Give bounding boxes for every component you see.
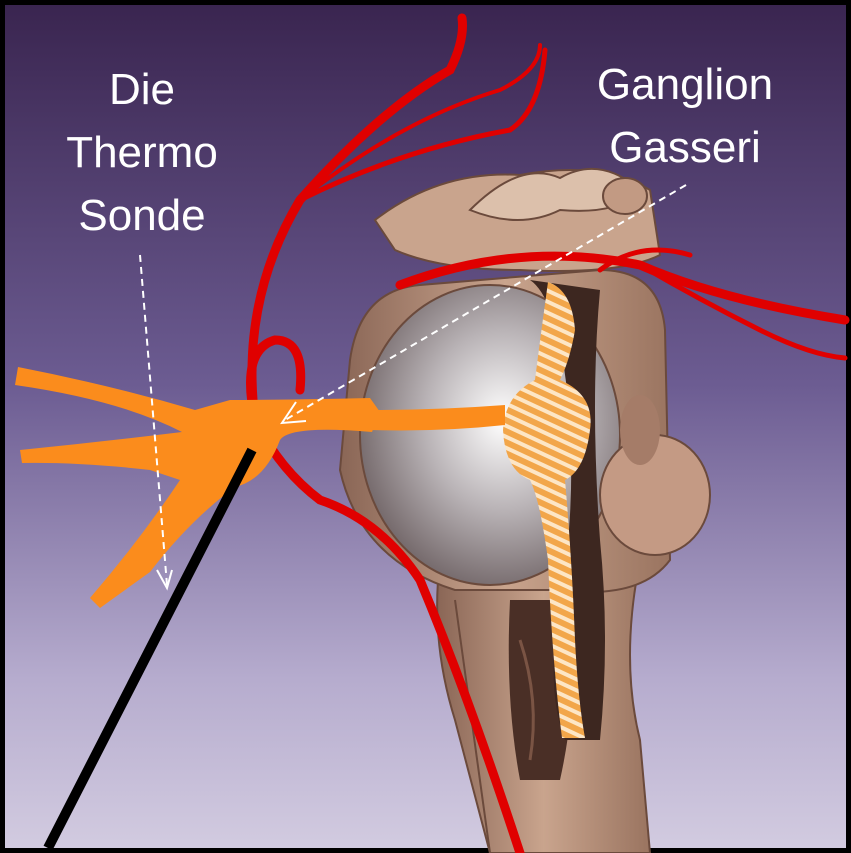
- label-probe-line2: Thermo: [66, 128, 218, 177]
- label-ganglion-line1: Ganglion: [597, 60, 773, 109]
- label-ganglion-line2: Gasseri: [609, 123, 761, 172]
- label-probe-line1: Die: [109, 65, 175, 114]
- label-probe-line3: Sonde: [78, 191, 205, 240]
